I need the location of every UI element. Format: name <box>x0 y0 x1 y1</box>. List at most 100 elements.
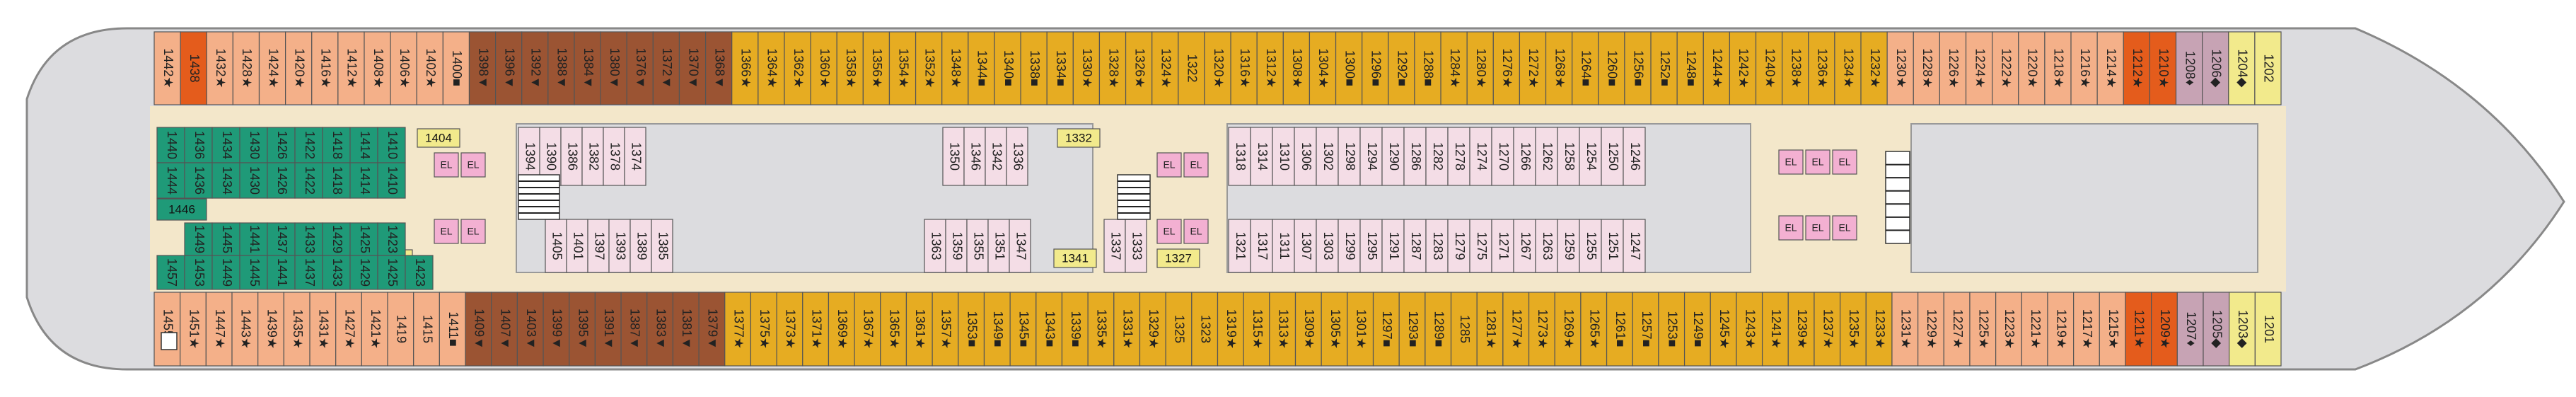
cabin-top-1244[interactable]: 1244★ <box>1702 31 1731 105</box>
cabin-bottom-1447[interactable]: 1447★ <box>205 292 233 367</box>
cabin-bottom-1265[interactable]: 1265★ <box>1580 292 1608 367</box>
spa-cabin-1425[interactable]: 1425 <box>349 222 378 256</box>
cabin-bottom-1241[interactable]: 1241★ <box>1761 292 1789 367</box>
cabin-top-1264[interactable]: 1264■ <box>1572 31 1599 105</box>
spa-cabin-1449[interactable]: 1449 <box>184 222 213 256</box>
cabin-bottom-1257[interactable]: 1257■ <box>1632 292 1659 367</box>
spa-cabin-1426[interactable]: 1426 <box>267 162 296 199</box>
cabin-bottom-1377[interactable]: 1377★ <box>724 292 752 367</box>
interior-cabin-1363[interactable]: 1363 <box>924 219 946 273</box>
spa-cabin-1445[interactable]: 1445 <box>239 255 268 290</box>
cabin-top-1396[interactable]: 1396▼ <box>495 31 523 105</box>
spa-cabin-1426[interactable]: 1426 <box>267 127 296 163</box>
interior-cabin-1271[interactable]: 1271 <box>1491 219 1514 273</box>
spa-cabin-1422[interactable]: 1422 <box>294 127 323 163</box>
cabin-top-1344[interactable]: 1344■ <box>968 31 995 105</box>
cabin-bottom-1375[interactable]: 1375★ <box>750 292 777 367</box>
cabin-bottom-1319[interactable]: 1319★ <box>1217 292 1244 367</box>
interior-cabin-1267[interactable]: 1267 <box>1513 219 1536 273</box>
cabin-bottom-1209[interactable]: 1209★ <box>2151 292 2178 367</box>
cabin-bottom-1203[interactable]: 1203◆ <box>2229 292 2256 367</box>
cabin-bottom-1231[interactable]: 1231★ <box>1891 292 1919 367</box>
spa-cabin-1436[interactable]: 1436 <box>184 127 213 163</box>
cabin-top-1330[interactable]: 1330★ <box>1072 31 1101 105</box>
cabin-bottom-1245[interactable]: 1245★ <box>1710 292 1737 367</box>
cabin-bottom-1309[interactable]: 1309★ <box>1294 292 1322 367</box>
spa-cabin-1437[interactable]: 1437 <box>294 255 323 290</box>
spa-cabin-1429[interactable]: 1429 <box>349 255 378 290</box>
interior-cabin-1318[interactable]: 1318 <box>1228 127 1251 186</box>
cabin-bottom-1225[interactable]: 1225★ <box>1969 292 1997 367</box>
cabin-top-1296[interactable]: 1296■ <box>1362 31 1389 105</box>
interior-cabin-1350[interactable]: 1350 <box>942 127 965 186</box>
cabin-bottom-1367[interactable]: 1367★ <box>854 292 881 367</box>
cabin-top-1432[interactable]: 1432★ <box>206 31 233 105</box>
cabin-top-1276[interactable]: 1276★ <box>1492 31 1521 105</box>
spa-cabin-1423[interactable]: 1423 <box>377 222 406 256</box>
cabin-top-1406[interactable]: 1406★ <box>390 31 417 105</box>
cabin-top-1320[interactable]: 1320★ <box>1204 31 1231 105</box>
cabin-top-1202[interactable]: 1202 <box>2254 31 2282 105</box>
interior-cabin-1314[interactable]: 1314 <box>1250 127 1273 186</box>
cabin-top-1222[interactable]: 1222★ <box>1992 31 2019 105</box>
interior-cabin-1283[interactable]: 1283 <box>1425 219 1449 273</box>
cabin-bottom-1285[interactable]: 1285 <box>1450 292 1478 367</box>
cabin-top-1322[interactable]: 1322 <box>1178 31 1205 105</box>
cabin-bottom-1217[interactable]: 1217★ <box>2073 292 2100 367</box>
cabin-bottom-1403[interactable]: 1403▼ <box>516 292 544 367</box>
interior-cabin-1286[interactable]: 1286 <box>1403 127 1427 186</box>
cabin-top-1326[interactable]: 1326★ <box>1125 31 1153 105</box>
cabin-bottom-1381[interactable]: 1381▼ <box>672 292 700 367</box>
cabin-top-1240[interactable]: 1240★ <box>1755 31 1783 105</box>
cabin-top-1206[interactable]: 1206◆ <box>2202 31 2229 105</box>
cabin-top-1338[interactable]: 1338■ <box>1020 31 1048 105</box>
cabin-bottom-1201[interactable]: 1201 <box>2254 292 2282 367</box>
cabin-top-1238[interactable]: 1238★ <box>1782 31 1809 105</box>
interior-cabin-1258[interactable]: 1258 <box>1557 127 1580 186</box>
room-tag-1341[interactable]: 1341 <box>1053 248 1097 268</box>
cabin-top-1256[interactable]: 1256■ <box>1624 31 1652 105</box>
cabin-top-1210[interactable]: 1210★ <box>2149 31 2177 105</box>
cabin-bottom-1293[interactable]: 1293■ <box>1398 292 1426 367</box>
cabin-bottom-1329[interactable]: 1329★ <box>1139 292 1166 367</box>
cabin-top-1220[interactable]: 1220★ <box>2018 31 2046 105</box>
cabin-top-1388[interactable]: 1388▼ <box>547 31 575 105</box>
spa-cabin-1441[interactable]: 1441 <box>239 222 268 256</box>
interior-cabin-1346[interactable]: 1346 <box>963 127 986 186</box>
cabin-top-1228[interactable]: 1228★ <box>1913 31 1940 105</box>
interior-cabin-1307[interactable]: 1307 <box>1294 219 1317 273</box>
cabin-top-1272[interactable]: 1272★ <box>1519 31 1547 105</box>
cabin-bottom-1261[interactable]: 1261■ <box>1606 292 1633 367</box>
cabin-bottom-1455[interactable]: 1455★ <box>153 292 181 367</box>
interior-cabin-1247[interactable]: 1247 <box>1623 219 1646 273</box>
interior-cabin-1255[interactable]: 1255 <box>1579 219 1602 273</box>
cabin-top-1334[interactable]: 1334■ <box>1046 31 1074 105</box>
cabin-top-1442[interactable]: 1442★ <box>153 31 181 105</box>
cabin-bottom-1297[interactable]: 1297■ <box>1372 292 1400 367</box>
cabin-top-1260[interactable]: 1260■ <box>1598 31 1625 105</box>
cabin-top-1408[interactable]: 1408★ <box>364 31 391 105</box>
cabin-bottom-1243[interactable]: 1243★ <box>1736 292 1763 367</box>
interior-cabin-1378[interactable]: 1378 <box>603 127 625 186</box>
cabin-top-1324[interactable]: 1324★ <box>1151 31 1179 105</box>
cabin-top-1280[interactable]: 1280★ <box>1466 31 1494 105</box>
spa-cabin-1446[interactable]: 1446 <box>156 198 207 221</box>
cabin-bottom-1383[interactable]: 1383▼ <box>646 292 674 367</box>
cabin-top-1340[interactable]: 1340■ <box>994 31 1021 105</box>
cabin-bottom-1221[interactable]: 1221★ <box>2021 292 2048 367</box>
spa-cabin-1414[interactable]: 1414 <box>349 127 378 163</box>
cabin-top-1248[interactable]: 1248■ <box>1676 31 1704 105</box>
spa-cabin-1440[interactable]: 1440 <box>156 127 185 163</box>
interior-cabin-1342[interactable]: 1342 <box>985 127 1007 186</box>
cabin-bottom-1223[interactable]: 1223★ <box>1995 292 2022 367</box>
cabin-top-1412[interactable]: 1412★ <box>337 31 365 105</box>
cabin-top-1398[interactable]: 1398▼ <box>468 31 497 105</box>
spa-cabin-1423[interactable]: 1423 <box>405 255 434 290</box>
cabin-top-1438[interactable]: 1438 <box>180 31 207 105</box>
cabin-top-1234[interactable]: 1234★ <box>1834 31 1862 105</box>
cabin-top-1284[interactable]: 1284★ <box>1440 31 1468 105</box>
room-tag-1332[interactable]: 1332 <box>1057 128 1101 148</box>
cabin-bottom-1215[interactable]: 1215★ <box>2099 292 2126 367</box>
interior-cabin-1294[interactable]: 1294 <box>1359 127 1383 186</box>
cabin-bottom-1289[interactable]: 1289■ <box>1425 292 1452 367</box>
